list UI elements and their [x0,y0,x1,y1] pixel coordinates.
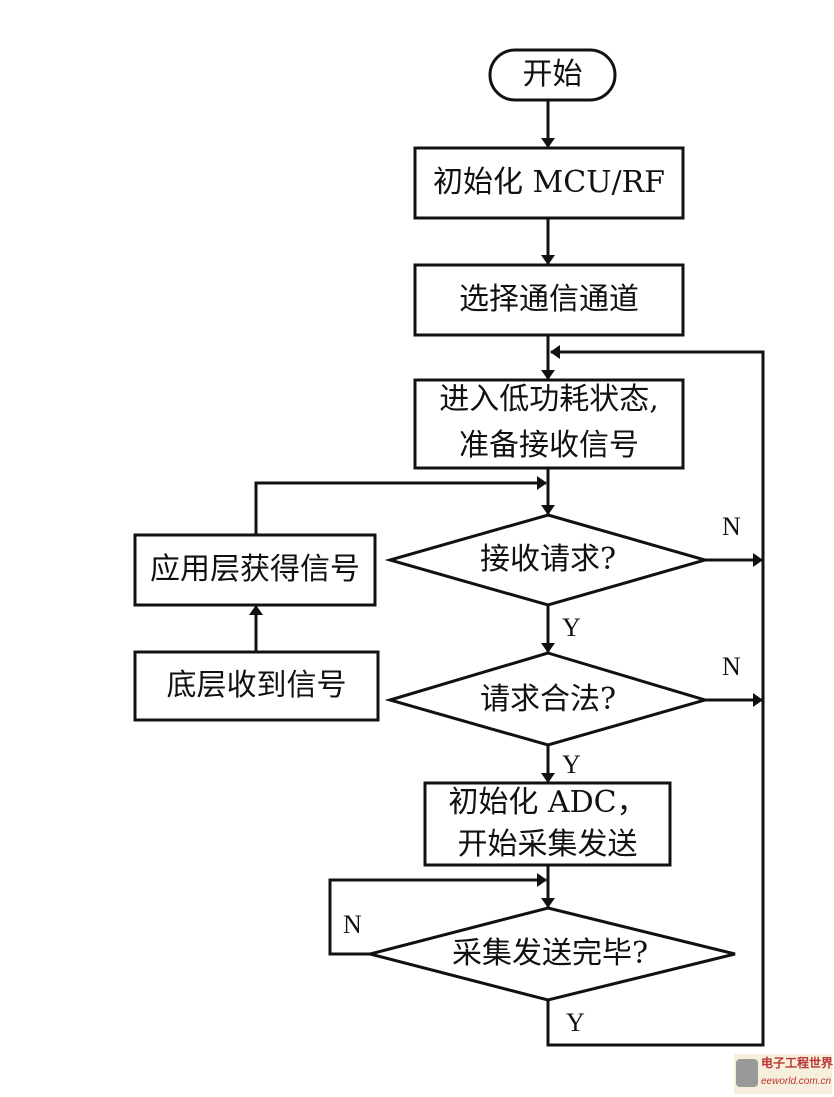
receive-request-label: 接收请求? [479,542,617,577]
app-layer-label: 应用层获得信号 [150,552,360,587]
done-no-label: N [343,910,362,939]
request-valid-label: 请求合法? [479,682,617,717]
low-power-label-1: 进入低功耗状态, [439,382,659,417]
start-terminal [488,48,617,102]
done-yes-label: Y [566,1008,585,1037]
loop-back-line [546,345,765,1047]
done-label: 采集发送完毕? [451,936,649,971]
bottom-layer-label: 底层收到信号 [166,668,347,703]
init-mcu-box [413,146,685,220]
logo-icon [736,1059,758,1087]
valid-no-label: N [722,652,741,681]
arrow-done-no-loop [328,873,547,956]
watermark-line1: 电子工程世界 [761,1056,834,1070]
arrow-app-to-receive [254,476,547,535]
low-power-label-2: 准备接收信号 [459,428,639,463]
select-channel-box [413,263,685,337]
watermark-line2: eeworld.com.cn [761,1076,832,1087]
receive-yes-label: Y [562,613,581,642]
watermark-logo: 电子工程世界 eeworld.com.cn [734,1054,834,1094]
select-channel-label: 选择通信通道 [459,282,639,317]
start-label: 开始 [522,57,583,92]
init-adc-label-2: 开始采集发送 [457,827,638,862]
valid-yes-label: Y [562,750,581,779]
init-mcu-label: 初始化 MCU/RF [432,165,665,200]
low-power-box [413,378,685,470]
init-adc-label-1: 初始化 ADC， [448,785,647,820]
receive-no-label: N [722,512,741,541]
